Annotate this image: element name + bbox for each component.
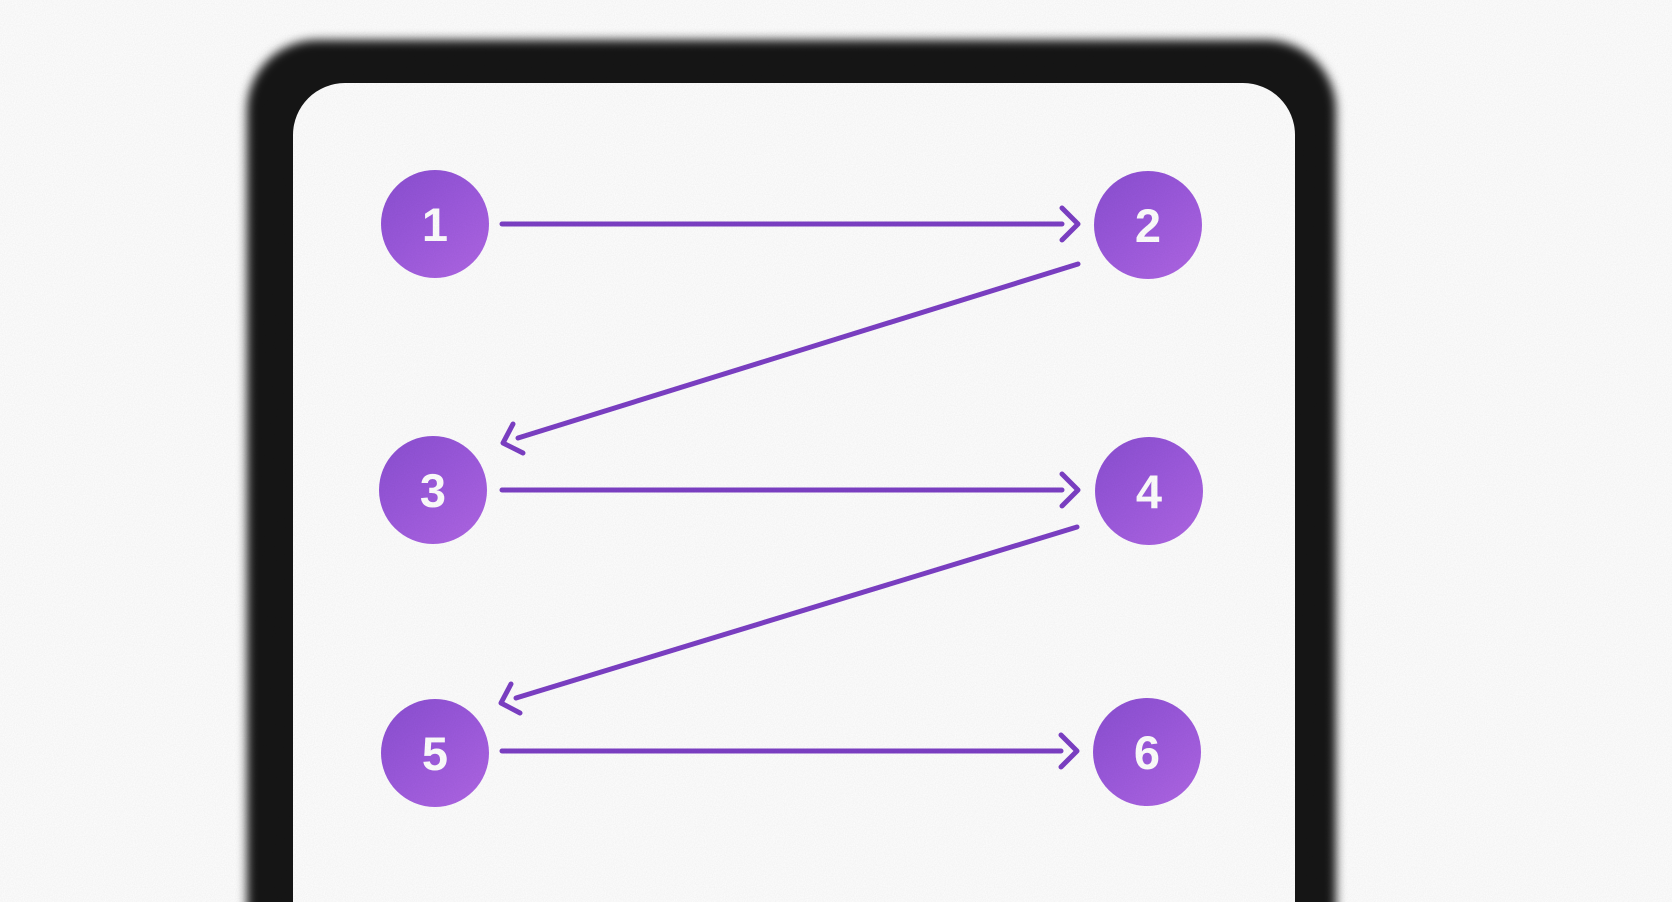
node-4-label: 4 xyxy=(1135,464,1163,518)
node-4: 4 xyxy=(1095,437,1203,545)
node-6-label: 6 xyxy=(1133,725,1161,779)
node-2: 2 xyxy=(1094,171,1202,279)
node-3: 3 xyxy=(379,436,487,544)
node-5-label: 5 xyxy=(421,726,449,780)
node-2-label: 2 xyxy=(1134,198,1162,252)
node-5: 5 xyxy=(381,699,489,807)
node-3-label: 3 xyxy=(419,463,447,517)
node-6: 6 xyxy=(1093,698,1201,806)
node-1: 1 xyxy=(381,170,489,278)
node-1-label: 1 xyxy=(421,197,449,251)
